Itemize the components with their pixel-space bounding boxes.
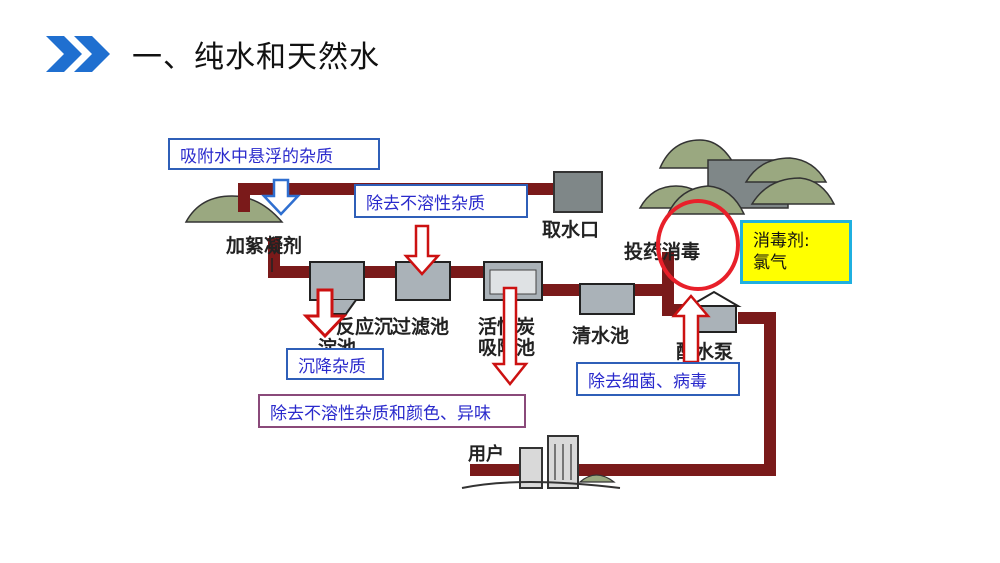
sedimentation-tank: [309, 261, 365, 315]
sediment-arrow: [302, 288, 348, 339]
trees-left: [184, 195, 284, 223]
clear-water-label: 清水池: [572, 324, 629, 347]
pipeline: [238, 183, 776, 476]
adsorb-arrow: [261, 178, 301, 216]
disinfection-highlight-circle: [656, 199, 740, 291]
callout-sediment: 沉降杂质: [286, 348, 384, 380]
title-bar: 一、纯水和天然水: [44, 30, 380, 78]
callout-remove-insoluble-color: 除去不溶性杂质和颜色、异味: [258, 394, 526, 428]
trees-right: [638, 139, 836, 215]
coagulant-label: 加絮凝剂: [225, 234, 302, 257]
page-title: 一、纯水和天然水: [132, 40, 380, 75]
clear-water-tank: [579, 283, 635, 315]
user-buildings: [461, 435, 621, 489]
user-label: 用户: [468, 443, 504, 465]
filter-label: 过滤池: [392, 315, 449, 338]
disinfectant-line-1: 消毒剂:: [753, 231, 810, 251]
filter-arrow: [403, 224, 441, 276]
callout-remove-insoluble: 除去不溶性杂质: [354, 184, 528, 218]
intake-label: 取水口: [542, 219, 599, 241]
disinfection-arrow: [671, 294, 711, 364]
callout-adsorb: 吸附水中悬浮的杂质: [168, 138, 380, 170]
intake-box: [553, 171, 603, 213]
callout-disinfectant-note: 消毒剂: 氯气: [740, 220, 852, 284]
disinfectant-line-2: 氯气: [753, 253, 787, 273]
carbon-arrow: [491, 286, 529, 387]
sedimentation-label-1: 反应沉: [336, 315, 393, 338]
disinfection-label: 投药消毒: [624, 240, 700, 263]
callout-kill-germs: 除去细菌、病毒: [576, 362, 740, 396]
double-chevron-icon: [46, 36, 110, 72]
